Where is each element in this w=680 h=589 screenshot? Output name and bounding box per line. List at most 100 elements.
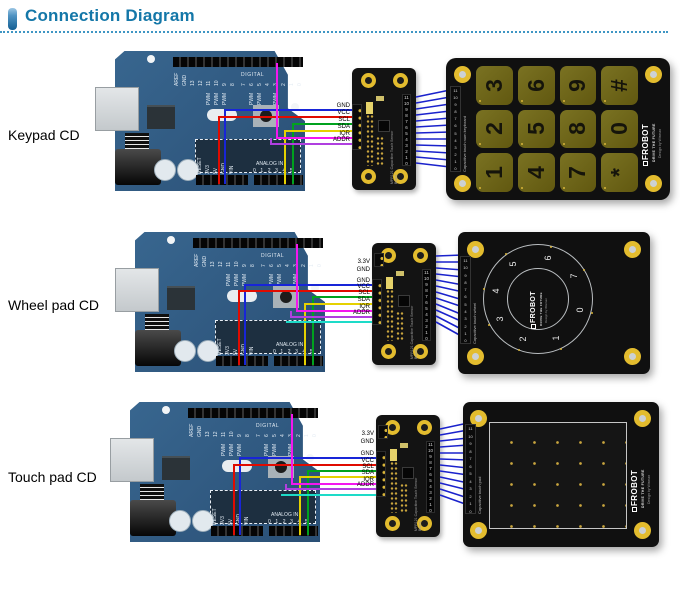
capacitive-keypad: 11 10 9 8 7 6 5 4 3 2 1 0 Capacitive tou… xyxy=(446,58,670,200)
dfrobot-logo: FROBOT xyxy=(530,269,538,329)
pin-numbers: 11 10 9 8 7 6 5 4 3 2 1 0 xyxy=(423,270,429,341)
i2c-connector xyxy=(352,104,362,150)
key-8: 8 xyxy=(559,109,597,149)
wire-label-iqr: IQR xyxy=(339,131,350,137)
wire-gnd xyxy=(224,109,352,184)
design-credit: Design by Wisman xyxy=(544,297,548,323)
analog-pin-header xyxy=(269,526,318,536)
wheel-row-wires xyxy=(238,244,372,365)
mounting-hole xyxy=(417,420,432,435)
capacitive-wheel-pad: 11 10 9 8 7 6 5 4 3 2 1 0 Capacitive tou… xyxy=(458,232,650,374)
key-1: 1 xyxy=(476,153,513,192)
mounting-hole xyxy=(393,73,408,88)
solder-pads xyxy=(400,483,408,513)
mounting-hole xyxy=(634,522,651,539)
bus-wire xyxy=(415,156,451,161)
bus-wire xyxy=(415,96,451,104)
mounting-hole xyxy=(470,410,487,427)
wire-addr xyxy=(285,484,376,490)
wire-label-vcc: VCC xyxy=(361,458,374,464)
dfrobot-tagline: DRIVE THE FUTURE xyxy=(652,123,656,162)
dfrobot-logo: FROBOT xyxy=(630,440,639,512)
digital-pin-header xyxy=(193,238,323,248)
smd-component xyxy=(400,443,408,448)
wheel-dot xyxy=(560,348,562,350)
mounting-hole xyxy=(311,284,319,292)
dfrobot-tagline: DRIVE THE FUTURE xyxy=(641,469,645,508)
mounting-hole xyxy=(393,169,408,184)
crystal-oscillator xyxy=(227,290,257,302)
voltage-regulator xyxy=(125,133,149,149)
aux-label-33v: 3.3V xyxy=(361,431,374,437)
row-label-wheel: Wheel pad CD xyxy=(8,297,100,313)
arduino-uno-wheel-row: AREF GND 13 12 11 10 9 8 7 6 5 4 3 2 1 0… xyxy=(115,226,330,376)
key-2: 2 xyxy=(476,109,513,149)
analog-pin-header xyxy=(254,175,303,185)
pin-numbers: 11 10 9 8 7 6 5 4 3 2 1 0 xyxy=(453,88,458,172)
power-jack xyxy=(115,149,161,185)
mounting-hole xyxy=(454,175,471,192)
power-pin-header xyxy=(216,356,268,366)
wheel-dot xyxy=(550,246,552,248)
wire-vcc xyxy=(238,290,372,365)
wheel-dot xyxy=(483,288,485,290)
mounting-hole xyxy=(385,516,400,531)
wire-label-gnd: GND xyxy=(356,278,370,284)
mounting-hole xyxy=(645,66,662,83)
wire-label-scl: SCL xyxy=(338,117,350,123)
pin-numbers: 11 10 9 8 7 6 5 4 3 2 1 0 xyxy=(463,258,468,344)
wheel-inner-ring xyxy=(507,268,569,330)
mounting-hole xyxy=(467,241,484,258)
pin-numbers: 11 10 9 8 7 6 5 4 3 2 1 0 xyxy=(403,95,409,166)
bus-wire xyxy=(415,89,451,98)
wire-label-gnd: GND xyxy=(360,451,374,457)
wire-label-sda: SDA xyxy=(337,124,350,130)
bus-wire xyxy=(415,150,451,154)
solder-pads xyxy=(366,114,374,166)
mpr121-breakout-touch-row: 11 10 9 8 7 6 5 4 3 2 1 0 MPR121 Capacit… xyxy=(376,415,440,537)
mpr121-breakout-wheel-row: 11 10 9 8 7 6 5 4 3 2 1 0 MPR121 Capacit… xyxy=(372,243,436,365)
dfrobot-tagline: DRIVE THE FUTURE xyxy=(539,292,543,326)
power-pin-header xyxy=(211,526,263,536)
bus-wire xyxy=(415,144,451,147)
key-5: 5 xyxy=(517,109,555,149)
power-jack xyxy=(130,500,176,536)
aux-power-connector xyxy=(378,425,388,439)
pin-numbers: 11 10 9 8 7 6 5 4 3 2 1 0 xyxy=(427,442,433,513)
wheel-dot xyxy=(583,269,585,271)
sensor-pin-header: 11 10 9 8 7 6 5 4 3 2 1 0 xyxy=(422,269,431,341)
touch-row-wires xyxy=(233,414,376,535)
wire-vcc xyxy=(218,116,352,184)
mounting-hole xyxy=(417,516,432,531)
wire-label-addr: ADDR xyxy=(356,482,374,488)
wire-label-sda: SDA xyxy=(357,297,370,303)
dfrobot-logo-mark xyxy=(632,507,638,512)
wire-sda xyxy=(304,303,372,365)
analog-pin-numbers: 0 1 2 3 4 5 xyxy=(273,349,315,355)
wire-sda xyxy=(299,476,376,535)
wire-iqr xyxy=(276,63,352,139)
aux-power-connector xyxy=(374,253,384,267)
wire-scl xyxy=(307,470,376,535)
solder-pads xyxy=(376,136,384,166)
mounting-hole xyxy=(291,103,299,111)
microcontroller xyxy=(215,320,321,354)
mounting-hole xyxy=(147,55,155,63)
digital-label: DIGITAL xyxy=(241,72,265,78)
power-jack xyxy=(135,330,181,366)
aux-label-gnd: GND xyxy=(360,439,374,445)
smd-component xyxy=(386,277,393,289)
wheel-outer-ring xyxy=(483,244,593,354)
dfrobot-logo-mark xyxy=(531,324,537,329)
wheel-dot xyxy=(488,324,490,326)
wire-sda xyxy=(284,130,352,184)
bus-wire xyxy=(415,124,451,128)
touchpad-caption: Capacitive touch pad xyxy=(477,476,482,514)
mounting-hole xyxy=(381,344,396,359)
solder-pads xyxy=(396,311,404,341)
key-7: 7 xyxy=(559,153,597,192)
aux-label-33v: 3.3V xyxy=(357,259,370,265)
analog-pin-header xyxy=(274,356,323,366)
capacitor xyxy=(154,159,176,181)
wheel-caption: Capacitive touch wheel xyxy=(472,302,477,344)
